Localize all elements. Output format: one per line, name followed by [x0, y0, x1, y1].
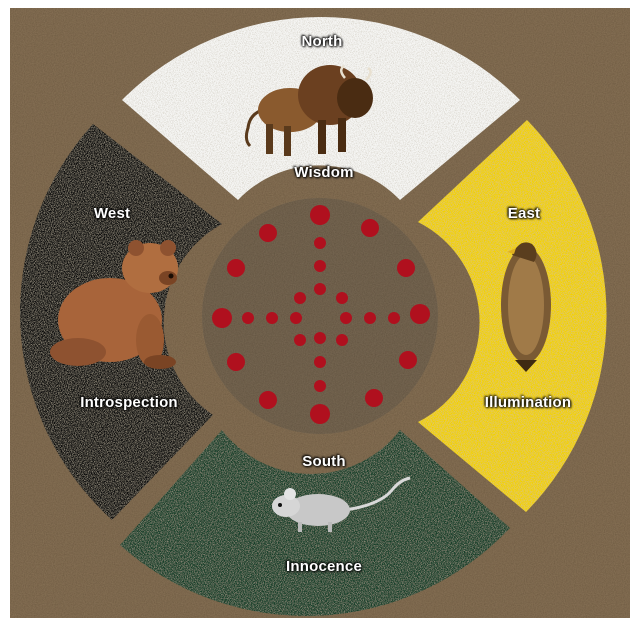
- south-direction-label: South: [302, 453, 346, 470]
- center-circle: [202, 198, 438, 434]
- north-quality-label: Wisdom: [294, 164, 353, 181]
- north-direction-label: North: [302, 33, 343, 50]
- west-quality-label: Introspection: [80, 394, 178, 411]
- east-direction-label: East: [508, 205, 541, 222]
- south-quality-label: Innocence: [286, 558, 362, 575]
- east-quality-label: Illumination: [485, 394, 572, 411]
- west-direction-label: West: [94, 205, 130, 222]
